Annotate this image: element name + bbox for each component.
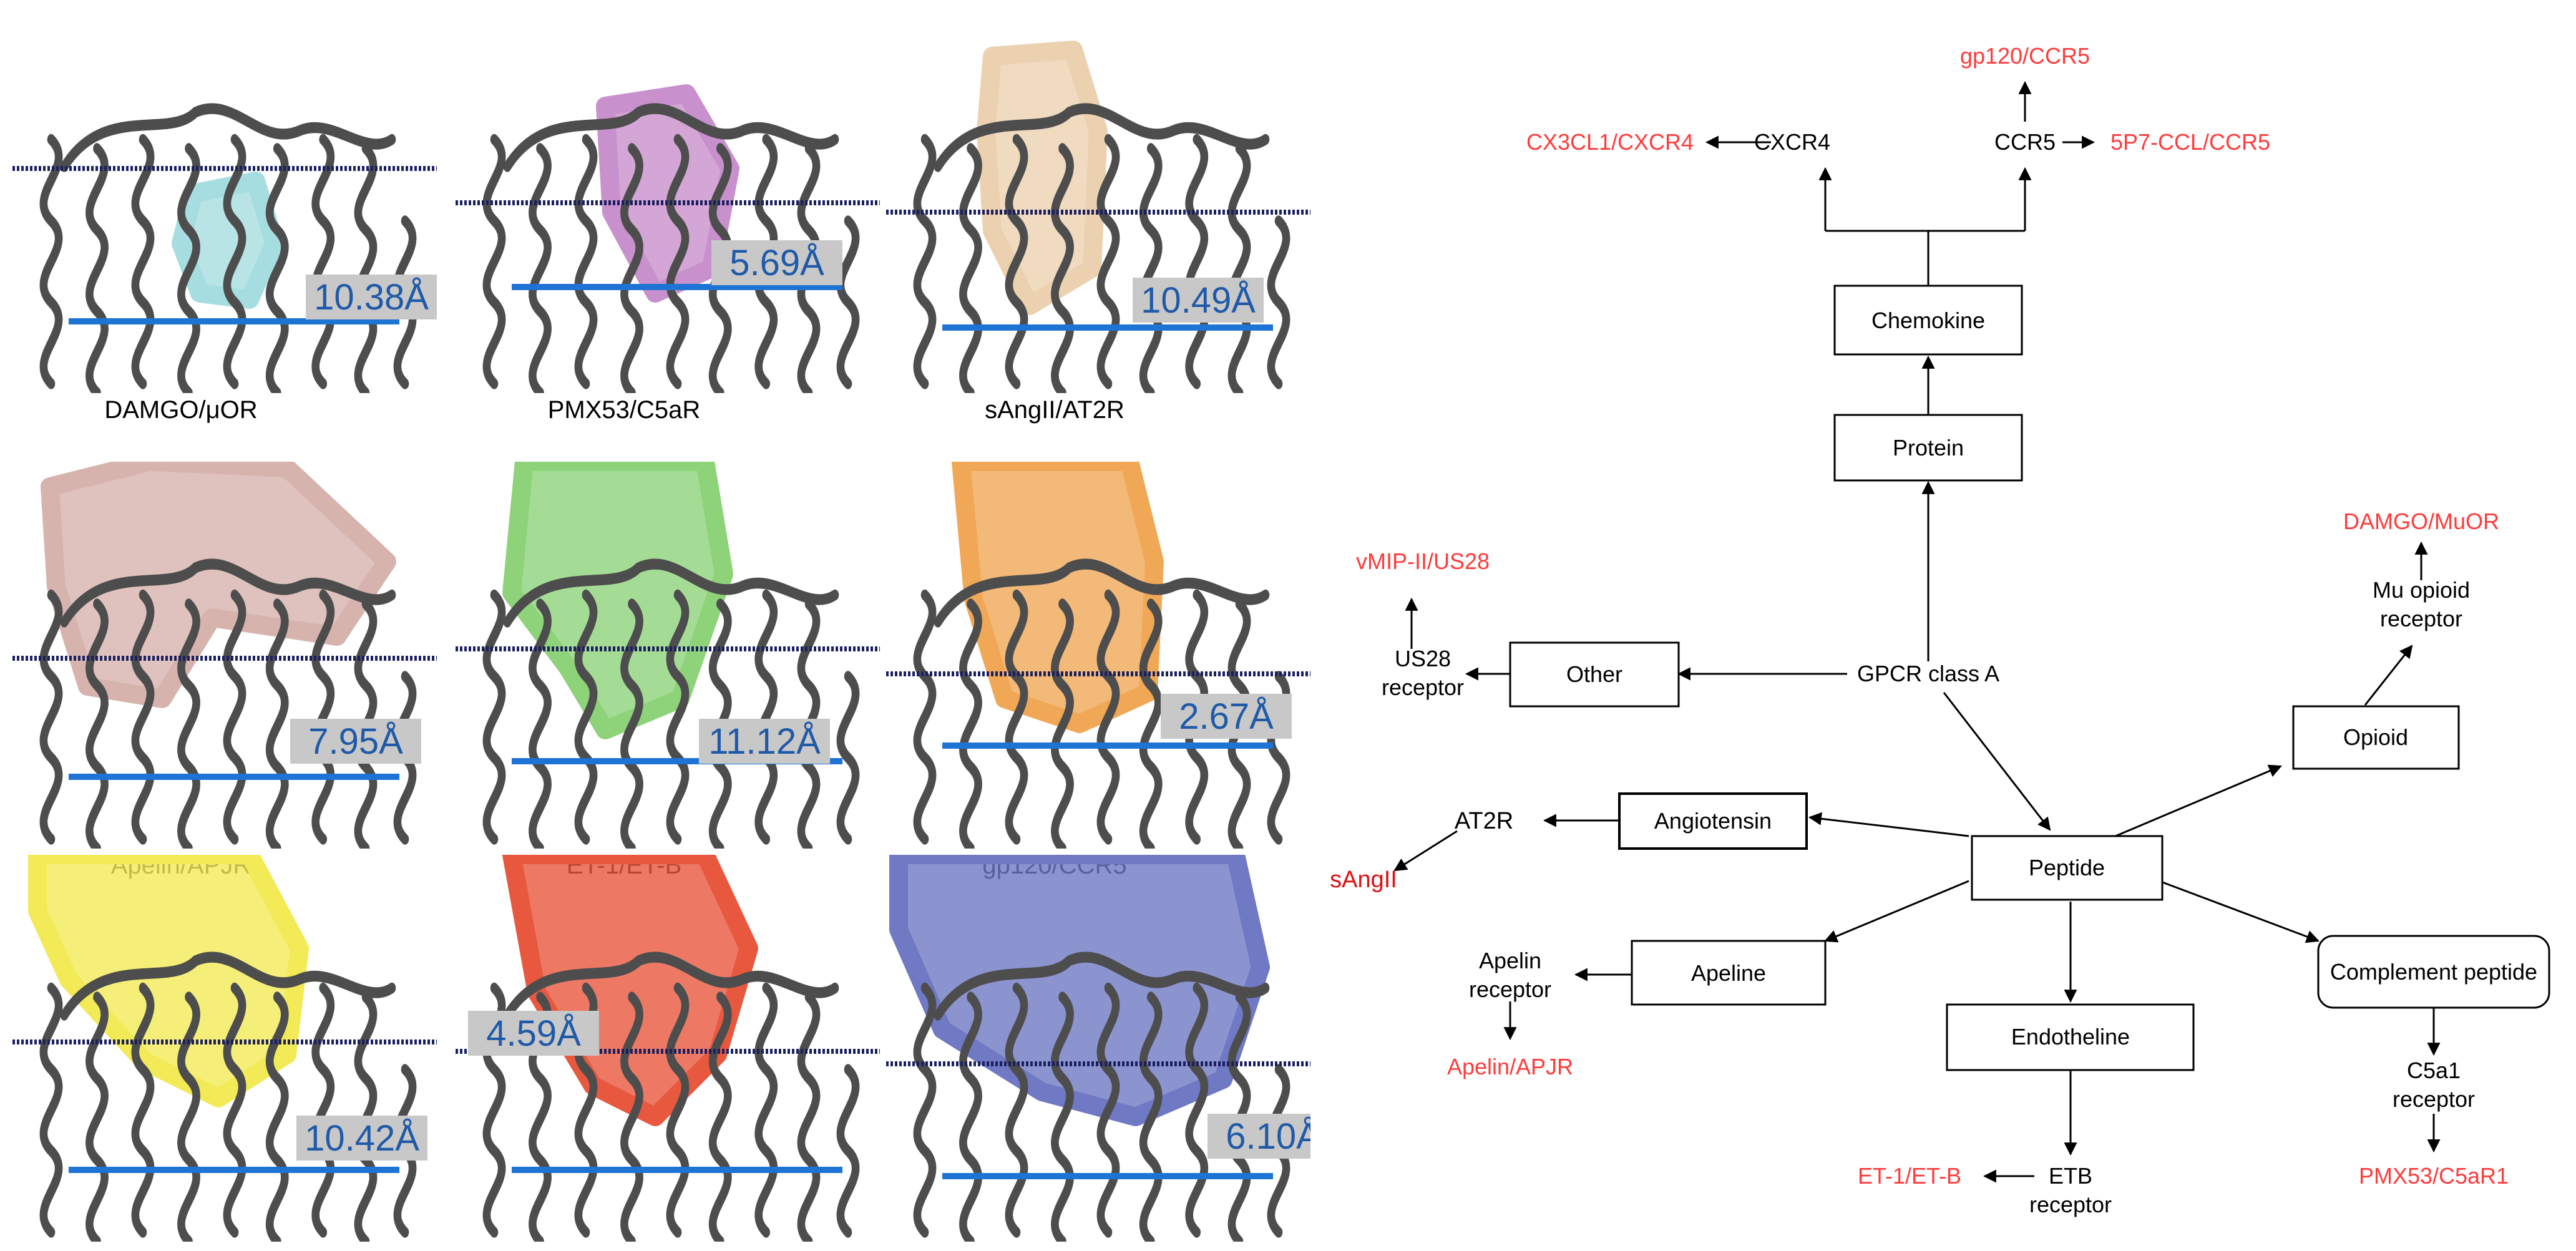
distance-label-box — [1208, 1114, 1310, 1159]
ligand-damgo: DAMGO/MuOR — [2343, 509, 2499, 534]
tree-node-protein: Protein — [1833, 414, 2023, 482]
tree-node-complement: Complement peptide — [2317, 935, 2550, 1009]
distance-label: 5.69Å — [729, 243, 824, 283]
ligand-apelin: Apelin/APJR — [1447, 1054, 1573, 1079]
ligand-cx3cl1: CX3CL1/CXCR4 — [1526, 129, 1694, 155]
distance-label-box — [1133, 278, 1264, 323]
panel-caption: DAMGO/μOR — [104, 396, 257, 424]
svg-text:Chemokine: Chemokine — [1871, 308, 1985, 333]
receptor-ccr5: CCR5 — [1994, 129, 2056, 155]
structure-grid: 10.38Å DAMGO/μOR 5.69Å PMX53/C5aR 10.49Å sAng… — [12, 41, 1320, 1251]
panel-caption: vMIP-II/US28 — [107, 1245, 255, 1248]
panel-caption: PMX53/C5aR — [548, 396, 701, 424]
svg-text:Complement peptide: Complement peptide — [2330, 959, 2537, 985]
receptor-mu-line2: receptor — [2380, 606, 2462, 631]
receptor-etb-line1: ETB — [2049, 1163, 2092, 1189]
distance-label: 10.42Å — [305, 1118, 419, 1159]
ligand-5p7-ccl: 5P7-CCL/CCR5 — [2110, 129, 2270, 155]
panel-caption: 5P7-CCL5/CCR5 — [959, 1245, 1151, 1248]
receptor-at2r: AT2R — [1455, 808, 1513, 834]
distance-label-box — [306, 275, 437, 319]
tree-node-opioid: Opioid — [2292, 705, 2460, 770]
svg-text:Opioid: Opioid — [2343, 724, 2408, 750]
structure-panel: 10.42Å vMIP-II/US28 — [12, 855, 437, 1251]
tree-node-apeline: Apeline — [1631, 940, 1827, 1006]
receptor-cxcr4: CXCR4 — [1754, 129, 1830, 155]
distance-label: 10.38Å — [314, 277, 429, 318]
tree-edges — [1393, 80, 2441, 1183]
classification-tree-svg: Chemokine Protein Other Opioid Angiotens… — [1330, 43, 2550, 1217]
svg-text:Angiotensin: Angiotensin — [1654, 808, 1772, 834]
receptor-us28-line1: US28 — [1395, 646, 1451, 671]
distance-label: 7.95Å — [308, 721, 403, 762]
receptor-apelin-line1: Apelin — [1479, 948, 1541, 973]
structure-panel: 6.10Å 5P7-CCL5/CCR5 — [886, 855, 1320, 1251]
panel-caption: CX3CL1/CXCR4 — [531, 1245, 717, 1248]
ligand-vmip-ii: vMIP-II/US28 — [1356, 548, 1490, 574]
distance-label-box — [1161, 694, 1292, 739]
receptor-c5a1-line1: C5a1 — [2407, 1058, 2461, 1083]
svg-text:Protein: Protein — [1893, 435, 1964, 460]
structure-panel: 10.38Å DAMGO/μOR — [12, 109, 437, 424]
tree-root: GPCR class A — [1857, 661, 1999, 686]
panel-caption: sAngII/AT2R — [985, 396, 1125, 424]
ligand-pmx53: PMX53/C5aR1 — [2359, 1163, 2509, 1189]
distance-label: 10.49Å — [1141, 280, 1256, 321]
svg-text:Other: Other — [1566, 661, 1622, 687]
distance-label: 4.59Å — [486, 1013, 581, 1054]
distance-label-box — [290, 719, 421, 764]
ligand-labels: gp120/CCR5 CX3CL1/CXCR4 5P7-CCL/CCR5 vMI… — [1330, 43, 2509, 1189]
ligand-et1: ET-1/ET-B — [1858, 1163, 1961, 1189]
ligand-surface — [172, 172, 284, 309]
receptor-etb-line2: receptor — [2029, 1192, 2112, 1217]
distance-label: 6.10Å — [1226, 1116, 1320, 1157]
classification-tree: Chemokine Protein Other Opioid Angiotens… — [1329, 0, 2576, 1248]
structure-panel: 11.12ÅET-1/ET-B — [456, 462, 880, 879]
tree-node-endotheline: Endotheline — [1946, 1003, 2195, 1071]
distance-label: 11.12Å — [708, 721, 821, 762]
distance-label-box — [699, 719, 830, 764]
structure-grid-svg: 10.38Å DAMGO/μOR 5.69Å PMX53/C5aR 10.49Å sAng… — [12, 41, 1320, 1251]
structure-panel: 10.49Å sAngII/AT2R — [886, 41, 1310, 424]
distance-label-box — [711, 240, 842, 285]
svg-text:Endotheline: Endotheline — [2011, 1024, 2130, 1049]
tree-node-angiotensin: Angiotensin — [1618, 792, 1808, 850]
tree-node-other: Other — [1509, 641, 1680, 708]
receptor-mu-line1: Mu opioid — [2373, 577, 2470, 603]
structure-panel: 2.67Ågp120/CCR5 — [886, 462, 1310, 879]
ligand-sangii: sAngII — [1330, 867, 1397, 893]
distance-label-box — [296, 1116, 427, 1161]
tree-node-peptide: Peptide — [1971, 835, 2164, 901]
receptor-us28-line2: receptor — [1382, 674, 1464, 700]
ligand-surface — [977, 41, 1108, 315]
svg-text:Peptide: Peptide — [2029, 855, 2105, 880]
ligand-surface — [41, 462, 396, 708]
tree-node-chemokine: Chemokine — [1833, 285, 2023, 356]
distance-label: 2.67Å — [1179, 696, 1274, 737]
receptor-apelin-line2: receptor — [1469, 976, 1551, 1002]
receptor-c5a1-line2: receptor — [2393, 1086, 2475, 1112]
distance-label-box — [468, 1011, 599, 1056]
structure-panel: 4.59Å CX3CL1/CXCR4 — [456, 855, 880, 1251]
svg-text:Apeline: Apeline — [1691, 960, 1766, 986]
ligand-gp120: gp120/CCR5 — [1960, 43, 2090, 69]
ligand-surface — [889, 855, 1270, 1126]
structure-panel: 7.95ÅApelin/APJR — [12, 462, 437, 879]
structure-panel: 5.69Å PMX53/C5aR — [456, 84, 880, 424]
